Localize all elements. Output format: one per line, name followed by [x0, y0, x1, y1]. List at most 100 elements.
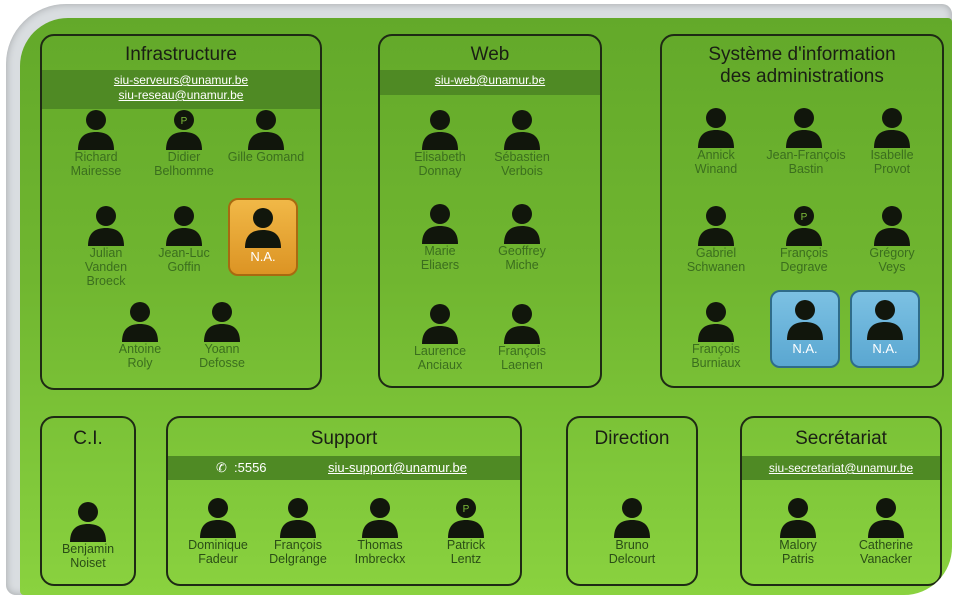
- person-silhouette-icon: [780, 498, 816, 538]
- person-name: Patrick Lentz: [446, 538, 486, 566]
- person-silhouette-icon: [88, 206, 124, 246]
- person-silhouette-icon: [504, 110, 540, 150]
- person-card: Richard Mairesse: [50, 106, 142, 178]
- person-silhouette-icon: [122, 302, 158, 342]
- person-name: Isabelle Provot: [870, 148, 914, 176]
- person-card: Bruno Delcourt: [586, 494, 678, 566]
- person-name: Dominique Fadeur: [188, 538, 248, 566]
- person-name: François Degrave: [780, 246, 828, 274]
- person-silhouette-icon: [245, 208, 281, 248]
- person-card: Marie Eliaers: [394, 200, 486, 272]
- person-name: Richard Mairesse: [70, 150, 122, 178]
- person-silhouette-icon: [362, 498, 398, 538]
- person-card: Jean-François Bastin: [758, 104, 850, 176]
- phone-extension: :5556: [234, 460, 267, 475]
- person-silhouette-icon: [78, 110, 114, 150]
- person-name: Bruno Delcourt: [608, 538, 656, 566]
- person-card: Grégory Veys: [846, 202, 938, 274]
- group-support: Support ✆ :5556 siu-support@unamur.be Do…: [166, 416, 522, 586]
- person-name: Laurence Anciaux: [413, 344, 467, 372]
- person-silhouette-icon: [504, 204, 540, 244]
- person-card: Julian Vanden Broeck: [60, 202, 152, 288]
- email-link-web[interactable]: siu-web@unamur.be: [434, 73, 546, 87]
- person-name: François Delgrange: [269, 538, 327, 566]
- group-title: C.I.: [73, 428, 103, 449]
- contact-strip: ✆ :5556 siu-support@unamur.be: [168, 456, 520, 480]
- person-card: Geoffrey Miche: [476, 200, 568, 272]
- email-strip: siu-web@unamur.be: [380, 70, 600, 95]
- person-name: Geoffrey Miche: [498, 244, 546, 272]
- person-silhouette-icon: [698, 206, 734, 246]
- badge-p: P: [463, 504, 470, 515]
- person-name: François Burniaux: [691, 342, 741, 370]
- group-secretariat: Secrétariat siu-secretariat@unamur.be Ma…: [740, 416, 942, 586]
- person-silhouette-icon: [874, 206, 910, 246]
- email-link-secretariat[interactable]: siu-secretariat@unamur.be: [768, 461, 914, 475]
- person-name: Benjamin Noiset: [61, 542, 115, 570]
- email-strip: siu-secretariat@unamur.be: [742, 456, 940, 480]
- person-card: François Burniaux: [670, 298, 762, 370]
- group-title: Secrétariat: [795, 428, 887, 449]
- group-title-line2: des administrations: [720, 66, 884, 87]
- email-link-support[interactable]: siu-support@unamur.be: [328, 460, 467, 475]
- person-name: Annick Winand: [694, 148, 738, 176]
- person-card: P Didier Belhomme: [138, 106, 230, 178]
- group-title: Direction: [594, 428, 670, 449]
- person-silhouette-icon: [786, 108, 822, 148]
- email-link-serveurs[interactable]: siu-serveurs@unamur.be: [113, 73, 249, 87]
- person-name: Didier Belhomme: [154, 150, 214, 178]
- person-name: Catherine Vanacker: [858, 538, 914, 566]
- vacancy-label: N.A.: [792, 341, 818, 356]
- person-card: François Laenen: [476, 300, 568, 372]
- vacancy-card: N.A.: [228, 198, 298, 276]
- person-name: Julian Vanden Broeck: [84, 246, 128, 288]
- person-silhouette-icon: P: [448, 498, 484, 538]
- person-silhouette-icon: [422, 110, 458, 150]
- badge-p: P: [181, 116, 188, 127]
- person-silhouette-icon: [422, 204, 458, 244]
- vacancy-card: N.A.: [850, 290, 920, 368]
- person-card: Gabriel Schwanen: [670, 202, 762, 274]
- person-silhouette-icon: [248, 110, 284, 150]
- vacancy-label: N.A.: [872, 341, 898, 356]
- email-link-reseau[interactable]: siu-reseau@unamur.be: [118, 88, 244, 102]
- person-name: Jean-François Bastin: [766, 148, 846, 176]
- person-card: Gille Gomand: [220, 106, 312, 164]
- person-silhouette-icon: [504, 304, 540, 344]
- person-card: Benjamin Noiset: [42, 498, 134, 570]
- person-name: Antoine Roly: [118, 342, 162, 370]
- person-silhouette-icon: [200, 498, 236, 538]
- person-silhouette-icon: [422, 304, 458, 344]
- group-title-line1: Système d'information: [708, 44, 896, 65]
- group-sia: Système d'information des administration…: [660, 34, 944, 388]
- group-title: Web: [470, 44, 510, 65]
- email-strip: siu-serveurs@unamur.be siu-reseau@unamur…: [42, 70, 320, 109]
- group-infrastructure: Infrastructure siu-serveurs@unamur.be si…: [40, 34, 322, 390]
- org-chart: Infrastructure siu-serveurs@unamur.be si…: [20, 18, 952, 595]
- person-name: Thomas Imbreckx: [354, 538, 406, 566]
- phone-icon: ✆: [216, 460, 227, 475]
- group-title: Support: [310, 428, 378, 449]
- person-card: P Patrick Lentz: [420, 494, 512, 566]
- person-silhouette-icon: [698, 302, 734, 342]
- group-ci: C.I. Benjamin Noiset: [40, 416, 136, 586]
- person-silhouette-icon: [868, 498, 904, 538]
- person-name: Marie Eliaers: [420, 244, 460, 272]
- person-card: P François Degrave: [758, 202, 850, 274]
- person-card: Isabelle Provot: [846, 104, 938, 176]
- person-name: Malory Patris: [779, 538, 817, 566]
- person-card: Elisabeth Donnay: [394, 106, 486, 178]
- person-card: Dominique Fadeur: [172, 494, 264, 566]
- group-web: Web siu-web@unamur.be Elisabeth Donnay S…: [378, 34, 602, 388]
- person-name: Gabriel Schwanen: [686, 246, 746, 274]
- person-card: Catherine Vanacker: [840, 494, 932, 566]
- person-silhouette-icon: [698, 108, 734, 148]
- person-name: Sébastien Verbois: [494, 150, 550, 178]
- person-card: François Delgrange: [252, 494, 344, 566]
- person-name: Yoann Defosse: [199, 342, 245, 370]
- person-name: Elisabeth Donnay: [414, 150, 466, 178]
- person-silhouette-icon: [166, 206, 202, 246]
- vacancy-label: N.A.: [250, 249, 276, 264]
- person-silhouette-icon: [787, 300, 823, 340]
- person-card: Antoine Roly: [94, 298, 186, 370]
